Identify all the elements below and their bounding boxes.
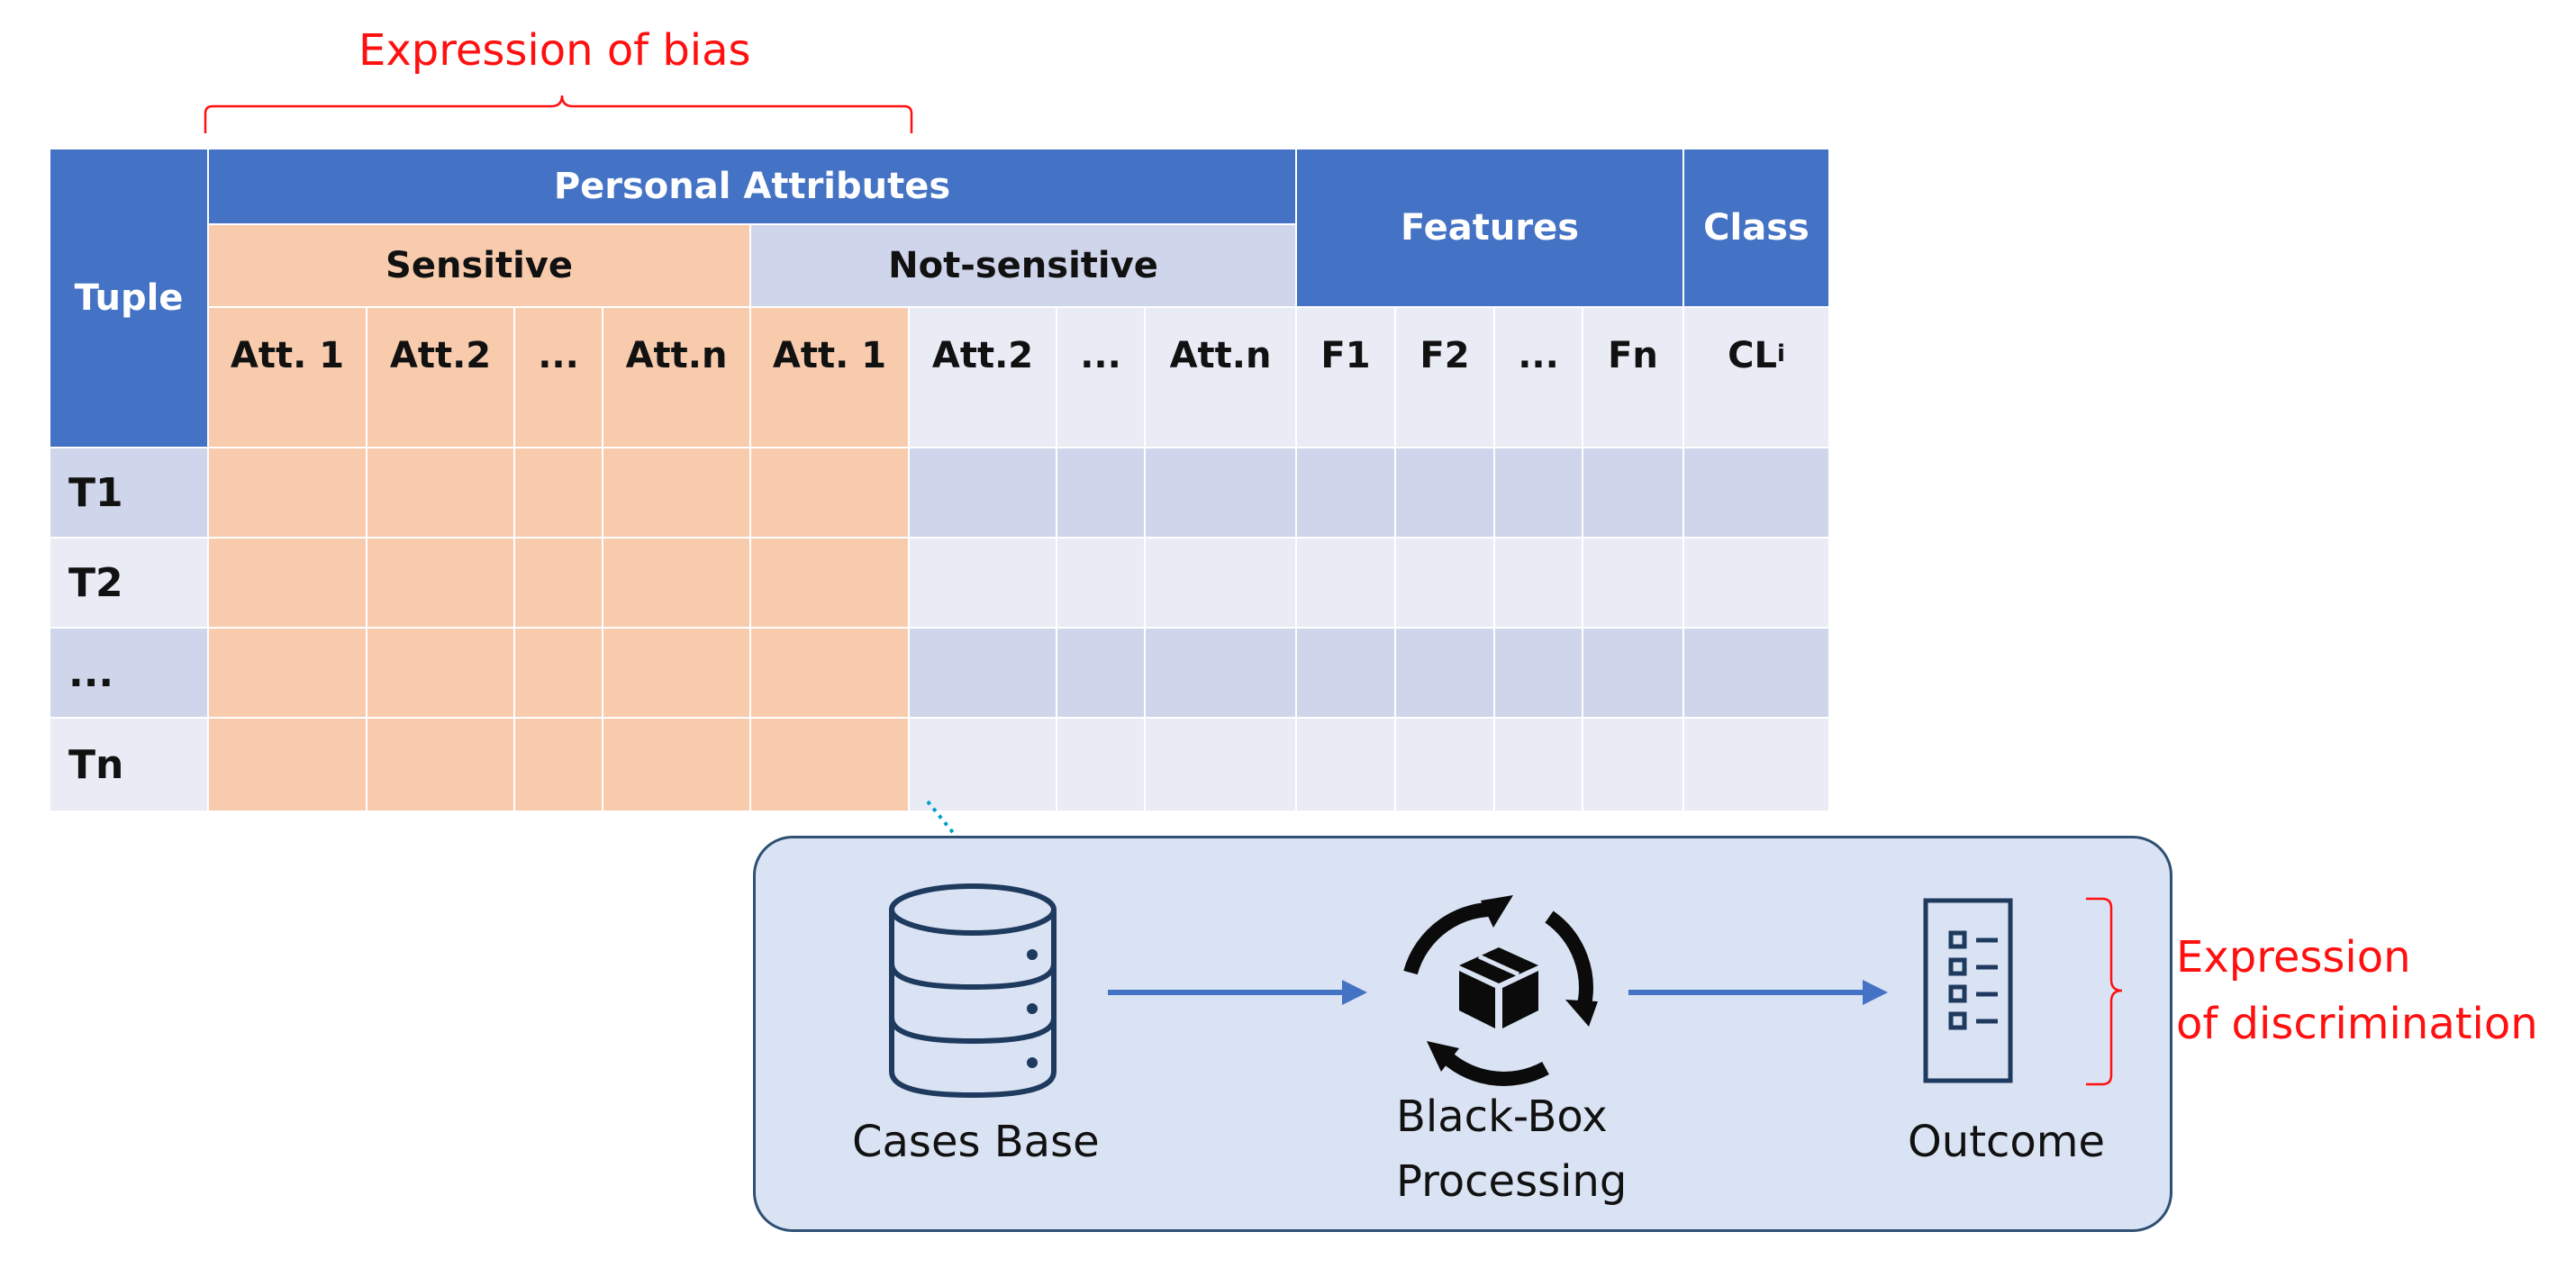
table-cell	[910, 719, 1056, 811]
table-cell	[367, 629, 513, 717]
table-cell	[1583, 448, 1683, 537]
table-cell	[515, 448, 602, 537]
table-cell	[1057, 719, 1144, 811]
tuple-header: Tuple	[50, 149, 207, 447]
table-cell	[367, 719, 513, 811]
row-label-t1: T1	[50, 448, 207, 537]
table-cell	[1684, 629, 1828, 717]
arrow-cases-to-blackbox	[1108, 980, 1367, 1005]
table-cell	[515, 719, 602, 811]
table-cell	[751, 539, 908, 627]
column-sensitive-att-1: Att. 1	[209, 308, 366, 447]
table-cell	[1057, 629, 1144, 717]
class-column-subscript: i	[1776, 340, 1785, 367]
table-cell	[1396, 719, 1493, 811]
column-sensitive-ellipsis: ...	[515, 308, 602, 447]
table-cell	[209, 448, 366, 537]
personal-attributes-header: Personal Attributes	[209, 149, 1295, 223]
table-cell	[209, 719, 366, 811]
table-cell	[1583, 629, 1683, 717]
row-label-tn: Tn	[50, 719, 207, 811]
features-header: Features	[1297, 149, 1683, 306]
table-cell	[1146, 629, 1295, 717]
table-cell	[1297, 448, 1394, 537]
column-feature-f1: F1	[1297, 308, 1394, 447]
table-cell	[1684, 719, 1828, 811]
table-cell	[751, 719, 908, 811]
table-cell	[209, 629, 366, 717]
class-column-main: CL	[1728, 335, 1777, 376]
table-cell	[367, 539, 513, 627]
column-feature-f2: F2	[1396, 308, 1493, 447]
table-cell	[367, 448, 513, 537]
table-cell	[1583, 719, 1683, 811]
table-cell	[1396, 448, 1493, 537]
table-cell	[1146, 448, 1295, 537]
table-cell	[515, 539, 602, 627]
black-box-label-line-2: Processing	[1396, 1156, 1628, 1207]
table-cell	[515, 629, 602, 717]
column-feature-fn: Fn	[1583, 308, 1683, 447]
arrow-blackbox-to-outcome	[1628, 980, 1888, 1005]
discrimination-line-2: of discrimination	[2176, 999, 2538, 1049]
table-cell	[1297, 719, 1394, 811]
table-cell	[910, 629, 1056, 717]
row-label-ellipsis: ...	[50, 629, 207, 717]
discrimination-line-1: Expression	[2176, 932, 2411, 983]
table-cell	[1057, 448, 1144, 537]
table-cell	[910, 448, 1056, 537]
table-cell	[603, 539, 749, 627]
column-not-sensitive-att-n: Att.n	[1146, 308, 1295, 447]
table-cell	[1495, 539, 1582, 627]
row-label-t2: T2	[50, 539, 207, 627]
table-cell	[209, 539, 366, 627]
column-not-sensitive-att-2: Att.2	[910, 308, 1056, 447]
table-cell	[1146, 539, 1295, 627]
cases-base-label: Cases Base	[852, 1117, 1100, 1167]
not-sensitive-header: Not-sensitive	[751, 225, 1295, 306]
expression-of-discrimination-label: Expression of discrimination	[2176, 924, 2538, 1057]
table-cell	[1495, 448, 1582, 537]
table-cell	[1495, 719, 1582, 811]
sensitive-header: Sensitive	[209, 225, 749, 306]
black-box-label-line-1: Black-Box	[1396, 1091, 1608, 1142]
table-cell	[603, 448, 749, 537]
black-box-processing-label: Black-Box Processing	[1396, 1084, 1627, 1214]
table-cell	[751, 448, 908, 537]
table-cell	[603, 629, 749, 717]
expression-of-bias-label: Expression of bias	[358, 25, 751, 76]
database-icon	[889, 883, 1057, 1099]
table-cell	[1396, 539, 1493, 627]
table-cell	[1297, 539, 1394, 627]
table-cell	[751, 629, 908, 717]
column-not-sensitive-ellipsis: ...	[1057, 308, 1144, 447]
table-cell	[1396, 629, 1493, 717]
discrimination-brace	[2086, 897, 2123, 1086]
table-cell	[910, 539, 1056, 627]
class-header: Class	[1684, 149, 1828, 306]
column-not-sensitive-att-1: Att. 1	[751, 308, 908, 447]
black-box-processing-icon	[1403, 895, 1598, 1086]
table-cell	[1583, 539, 1683, 627]
table-cell	[1146, 719, 1295, 811]
table-cell	[603, 719, 749, 811]
outcome-label: Outcome	[1908, 1117, 2106, 1167]
column-sensitive-att-n: Att.n	[603, 308, 749, 447]
data-table: Tuple Personal Attributes Features Class…	[50, 149, 1828, 811]
outcome-list-icon	[1923, 898, 2013, 1083]
table-cell	[1684, 539, 1828, 627]
table-cell	[1297, 629, 1394, 717]
table-cell	[1495, 629, 1582, 717]
table-cell	[1684, 448, 1828, 537]
column-sensitive-att-2: Att.2	[367, 308, 513, 447]
table-cell	[1057, 539, 1144, 627]
column-feature-ellipsis: ...	[1495, 308, 1582, 447]
